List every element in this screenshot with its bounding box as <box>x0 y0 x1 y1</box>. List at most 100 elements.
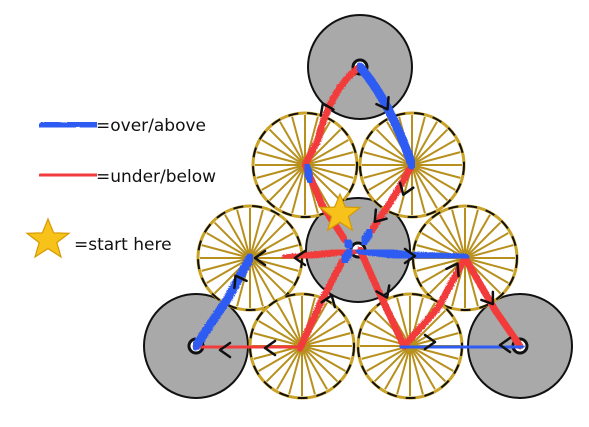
wheel-spoke <box>411 128 449 166</box>
wheel-spoke <box>301 320 346 347</box>
wheel-spoke <box>411 164 426 214</box>
under-strand <box>400 254 469 350</box>
over-strand <box>300 160 317 187</box>
wheel-spoke <box>256 164 306 179</box>
chevron-arrow-icon <box>218 341 232 359</box>
wheel-spoke <box>464 244 514 259</box>
wheel-spoke <box>384 345 411 390</box>
wheel-spoke <box>439 214 466 259</box>
chevron-arrow-icon <box>233 274 248 290</box>
wheel-dashed-outline <box>359 112 465 218</box>
wheel-spoke <box>411 139 456 166</box>
legend-start-label: =start here <box>74 235 172 255</box>
wheel-spoke <box>301 345 316 395</box>
wheel-spoke <box>409 345 447 383</box>
chevron-arrow-icon <box>320 294 337 309</box>
legend-under-label: =under/below <box>96 167 216 187</box>
wheel-spoke <box>411 164 461 179</box>
wheel-spoke <box>256 151 306 166</box>
wheel-spoke <box>236 209 251 259</box>
wheel-spoke <box>261 139 306 166</box>
wheel-spoke <box>206 232 251 259</box>
wheel-spoke <box>253 332 303 347</box>
wheel-spoke <box>301 345 328 390</box>
wheel-spoke <box>301 345 339 383</box>
wheel-spoke <box>301 345 346 372</box>
wheel-spoke <box>261 164 306 191</box>
chevron-arrow-icon <box>423 333 437 351</box>
wheel-spoke <box>301 332 351 347</box>
wheel-spoke <box>249 257 287 295</box>
wheel-spoke <box>464 257 514 272</box>
wheel-spoke <box>301 345 351 360</box>
wheel-spoke <box>464 209 479 259</box>
wheel-spoke <box>249 221 287 259</box>
wheel-spoke <box>409 345 436 390</box>
wheel-spoke <box>249 209 264 259</box>
wheel-spoke <box>265 345 303 383</box>
legend-under-swatch <box>38 169 98 181</box>
over-strand <box>355 62 417 170</box>
wheel-spoke <box>411 151 461 166</box>
wheel-spoke <box>368 139 413 166</box>
over-strand <box>340 235 357 253</box>
star-icon <box>25 217 71 259</box>
chevron-arrow-icon <box>445 262 460 278</box>
wheel-dashed-outline <box>249 293 355 399</box>
wheel-spoke <box>268 128 306 166</box>
wheel-spoke <box>411 164 449 202</box>
chevron-arrow-icon <box>375 284 391 299</box>
wheel-spoke <box>224 214 251 259</box>
wheel-spoke <box>409 345 424 395</box>
wheel-spoke <box>249 257 294 284</box>
chevron-arrow-icon <box>375 95 390 111</box>
wheel-spoke <box>428 221 466 259</box>
under-strand <box>192 342 304 352</box>
under-strand <box>461 254 524 350</box>
wheel-spoke <box>304 139 349 166</box>
wheel-dashed-outline <box>412 205 518 311</box>
chevron-arrow-icon <box>480 290 495 306</box>
legend: =over/above =under/below =start here <box>25 116 216 259</box>
legend-over-label: =over/above <box>96 116 206 136</box>
wheel-spoke <box>276 302 303 347</box>
wheel-spoke <box>363 151 413 166</box>
wheel-spoke <box>409 320 454 347</box>
chevron-arrow-icon <box>253 249 267 267</box>
wheel-spoke <box>411 116 426 166</box>
chevron-arrow-icon <box>293 249 307 267</box>
under-strand <box>296 258 346 352</box>
wheel-spoke <box>464 214 491 259</box>
wheel-spoke <box>201 257 251 272</box>
legend-over-swatch <box>37 117 99 132</box>
wheel-spoke <box>304 164 349 191</box>
wheel-spoke <box>279 121 306 166</box>
wheel-spoke <box>288 345 303 395</box>
wheel-spoke <box>249 214 276 259</box>
wheel-spoke <box>409 309 447 347</box>
wheel-spoke <box>288 297 303 347</box>
chevron-arrow-icon <box>319 102 335 117</box>
wheel-spoke <box>373 345 411 383</box>
wheel-spoke <box>201 244 251 259</box>
chevron-arrow-icon <box>263 339 277 357</box>
wheel-spoke <box>396 345 411 395</box>
wheel-spoke <box>291 116 306 166</box>
wheel-spoke <box>304 164 354 179</box>
wheel-spoke <box>276 345 303 390</box>
wheel-spoke <box>464 221 502 259</box>
over-strand <box>191 253 255 351</box>
wheel-spoke <box>368 164 413 191</box>
chevron-arrow-icon <box>498 336 512 354</box>
under-strand <box>301 63 364 169</box>
under-strand <box>356 246 408 350</box>
wheel-spoke <box>411 164 438 209</box>
wheel-spoke <box>249 232 294 259</box>
chevron-arrow-icon <box>398 181 415 196</box>
wheel-spoke <box>411 164 456 191</box>
wheel-spoke <box>363 164 413 179</box>
over-strand <box>355 245 470 263</box>
wheel-spoke <box>249 257 276 302</box>
wheel-dashed-outline <box>252 112 358 218</box>
